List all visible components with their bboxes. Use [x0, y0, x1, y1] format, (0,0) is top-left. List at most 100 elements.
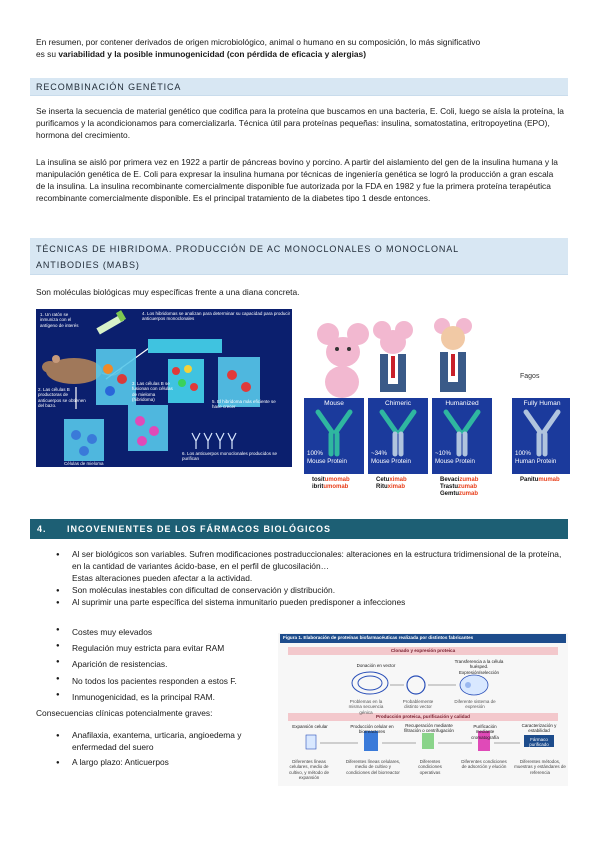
list-item: Son moléculas inestables con dificultad …	[54, 585, 564, 597]
section-heading-recombinacion: RECOMBINACIÓN GENÉTICA	[30, 78, 568, 96]
biopharma-production-figure: Figura 1. Elaboración de proteínas biofa…	[278, 633, 568, 786]
dna-vector-icon	[351, 671, 389, 695]
mab-panel-name: Mouse	[324, 400, 344, 407]
mab-panel-protein: Mouse Protein	[435, 458, 475, 465]
hyb-myeloma-label: Células de mieloma	[64, 461, 104, 466]
recombinacion-paragraph-1: Se inserta la secuencia de material gené…	[36, 106, 564, 140]
antibody-icon	[523, 409, 561, 457]
hybridoma-illustration	[36, 309, 292, 467]
hybridoma-figure: 1. Un ratón se inmuniza con el antígeno …	[36, 309, 292, 467]
list-item: Al ser biológicos son variables. Sufren …	[54, 549, 564, 585]
consecuencias-label: Consecuencias clínicas potencialmente gr…	[36, 708, 213, 718]
mab-panel-name: Chimeric	[384, 400, 411, 407]
intro-bold: variabilidad y la posible inmunogenicida…	[58, 48, 366, 59]
section-heading-hibridoma: TÉCNICAS DE HIBRIDOMA. PRODUCCIÓN DE AC …	[30, 238, 568, 275]
host-cell-icon	[459, 674, 489, 696]
mab-panel-pct: 100%	[515, 450, 531, 457]
inconvenientes-list-short: Costes muy elevados Regulación muy estri…	[54, 624, 274, 705]
mab-drug-name: Gemtuzumab	[440, 491, 479, 497]
antibodies-icon	[191, 432, 237, 449]
mab-panel-pct: 100%	[307, 450, 323, 457]
hyb-step-2: 2. Las células B productoras de anticuer…	[38, 387, 86, 409]
hyb-step-6: 6. Los anticuerpos monoclonales producid…	[182, 451, 278, 462]
hyb-step-4: 4. Los hibridomas se analizan para deter…	[142, 311, 291, 322]
beaker-fusion	[128, 405, 168, 451]
bioreactor-icon	[364, 731, 378, 751]
mab-panel-2	[368, 398, 428, 474]
list-item: Al suprimir una parte específica del sis…	[54, 597, 564, 609]
bio-bottom-label-1: Diferentes líneas celulares, medio de cu…	[288, 759, 330, 781]
bio-top-sub-1: Problemas en la misma secuencia génica	[348, 699, 384, 715]
beaker-hybridoma	[218, 357, 260, 407]
mab-panel-pct: ~34%	[371, 450, 387, 457]
bio-mid-label-4: Purificación mediante cromatografía	[471, 724, 499, 740]
mab-panel-name: Humanized	[445, 400, 479, 407]
expansion-flask-icon	[305, 734, 317, 750]
filtration-icon	[422, 733, 434, 749]
bio-mid-label-3: Recuperación mediante filtración o centr…	[404, 723, 454, 734]
recombinacion-paragraph-2: La insulina se aisló por primera vez en …	[36, 157, 558, 203]
beaker-cells-b	[96, 349, 136, 405]
hibridoma-paragraph: Son moléculas biológicas muy específicas…	[36, 287, 300, 297]
bio-bottom-label-3: Diferentes condiciones operativas	[418, 759, 442, 775]
beaker-myeloma	[64, 419, 104, 461]
bio-top-sub-2: Probablemente distinto vector	[402, 699, 434, 710]
mab-drug-name: Rituximab	[376, 484, 406, 490]
fagos-label: Fagos	[520, 373, 540, 380]
mab-panel-protein: Mouse Protein	[371, 458, 411, 465]
mab-drug-name: Panitumumab	[520, 477, 560, 483]
chimeric-character-icon	[373, 321, 413, 392]
bio-top-label-1: Donación en vector	[356, 663, 396, 668]
mab-drug-name: Cetuximab	[376, 477, 407, 483]
syringe-icon	[96, 310, 127, 335]
list-item: Regulación muy estricta para evitar RAM	[54, 640, 274, 656]
list-item: Anafilaxia, exantema, urticaria, angioed…	[54, 730, 270, 754]
bio-bottom-label-2: Diferentes líneas celulares, medio de cu…	[345, 759, 401, 775]
bio-caption: Figura 1. Elaboración de proteínas biofa…	[280, 634, 566, 643]
intro-line-2: es su variabilidad y la posible inmunoge…	[36, 48, 366, 59]
chromatography-icon	[478, 731, 490, 751]
list-item: No todos los pacientes responden a estos…	[54, 673, 274, 689]
purified-drug-icon	[524, 735, 554, 747]
hyb-step-5: 5. El hibridoma más eficiente se hace cr…	[212, 399, 276, 410]
intro-line-1: En resumen, por contener derivados de or…	[36, 37, 481, 47]
mab-panel-protein: Human Protein	[515, 458, 557, 465]
hyb-step-3: 3. Las células B se fusionan con células…	[132, 381, 173, 403]
inconvenientes-list-top: Al ser biológicos son variables. Sufren …	[54, 549, 564, 609]
bio-bottom-label-4: Diferentes condiciones de adsorción y el…	[461, 759, 507, 770]
mab-panel-pct: ~10%	[435, 450, 451, 457]
list-item: Inmunogenicidad, es la principal RAM.	[54, 689, 274, 705]
mab-drug-name: ibritumomab	[312, 484, 349, 490]
bio-mid-label-5: Caracterización y estabilidad	[521, 723, 557, 734]
mab-characters	[317, 318, 472, 398]
hyb-step-1: 1. Un ratón se inmuniza con el antígeno …	[40, 312, 79, 328]
culture-plate-top	[148, 339, 222, 403]
mab-drug-name: Bevacizumab	[440, 477, 479, 483]
bio-mid-label-2: Producción celular en biorreactores	[350, 724, 394, 735]
list-item: A largo plazo: Anticuerpos	[54, 757, 270, 769]
bio-diagram	[288, 671, 558, 751]
mab-panel-name: Fully Human	[523, 400, 561, 407]
mab-drug-name: Trastuzumab	[440, 484, 478, 490]
bio-top-label-2: Transferencia a la célula huésped. Expre…	[454, 659, 504, 675]
list-item: Costes muy elevados	[54, 624, 274, 640]
antibody-icon	[379, 409, 417, 457]
list-item: Aparición de resistencias.	[54, 656, 274, 672]
plasmid-icon	[406, 675, 426, 695]
bio-final-label: Fármaco purificado	[529, 737, 549, 748]
section-heading-inconvenientes: 4.INCOVENIENTES DE LOS FÁRMACOS BIOLÓGIC…	[30, 519, 568, 539]
mab-panel-1	[304, 398, 364, 474]
consecuencias-list: Anafilaxia, exantema, urticaria, angioed…	[54, 730, 270, 769]
intro-paragraph: En resumen, por contener derivados de or…	[36, 37, 564, 61]
bio-mid-label-1: Expansión celular	[292, 724, 328, 729]
mab-panel-protein: Mouse Protein	[307, 458, 347, 465]
bio-band-2: Producción proteica, purificación y cali…	[376, 714, 470, 719]
bio-bottom-label-5: Diferentes métodos, muestras y estándare…	[514, 759, 566, 775]
mab-panel-3	[432, 398, 492, 474]
mab-panels	[304, 398, 570, 474]
mouse-character-icon	[317, 323, 369, 398]
antibody-icon	[443, 409, 481, 457]
humanized-character-icon	[434, 318, 472, 392]
